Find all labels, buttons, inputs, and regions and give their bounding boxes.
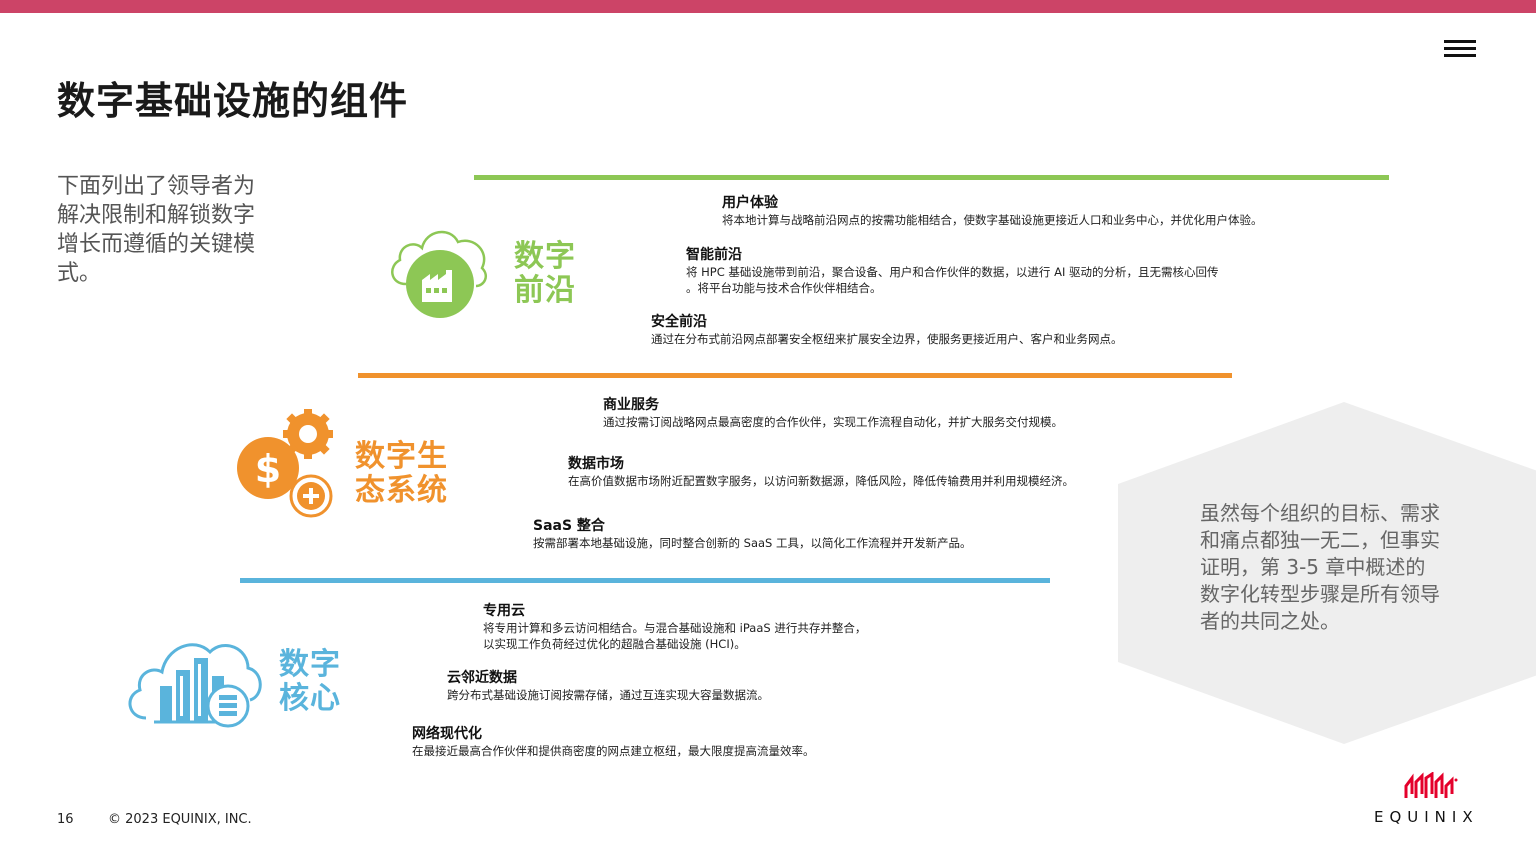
item-smart-edge: 智能前沿 将 HPC 基础设施带到前沿，聚合设备、用户和合作伙伴的数据，以进行 … bbox=[686, 247, 1219, 295]
page-title: 数字基础设施的组件 bbox=[57, 79, 409, 123]
edge-divider bbox=[474, 175, 1389, 180]
dollar-gear-plus-icon: $ bbox=[237, 409, 333, 518]
item-business-services: 商业服务 通过按需订阅战略网点最高密度的合作伙伴，实现工作流程自动化，并扩大服务… bbox=[603, 397, 1063, 429]
section-label-core: 数字 核心 bbox=[279, 647, 341, 716]
logo-wordmark: EQUINIX bbox=[1374, 808, 1479, 826]
item-user-experience: 用户体验 将本地计算与战略前沿网点的按需功能相结合，使数字基础设施更接近人口和业… bbox=[722, 195, 1263, 227]
section-label-ecosystem: 数字生 态系统 bbox=[355, 439, 448, 508]
svg-text:$: $ bbox=[255, 447, 281, 491]
item-saas-integration: SaaS 整合 按需部署本地基础设施，同时整合创新的 SaaS 工具，以简化工作… bbox=[533, 518, 972, 550]
equinix-logo-icon bbox=[1404, 772, 1458, 798]
cloud-factory-icon bbox=[391, 230, 487, 318]
top-accent-bar bbox=[0, 0, 1536, 13]
item-network-modernization: 网络现代化 在最接近最高合作伙伴和提供商密度的网点建立枢纽，最大限度提高流量效率… bbox=[412, 726, 815, 758]
hexagon-background bbox=[1118, 402, 1536, 744]
item-private-cloud: 专用云 将专用计算和多云访问相结合。与混合基础设施和 iPaaS 进行共存并整合… bbox=[483, 603, 867, 651]
cloud-building-server-icon bbox=[128, 643, 262, 728]
item-data-marketplace: 数据市场 在高价值数据市场附近配置数字服务，以访问新数据源，降低风险，降低传输费… bbox=[568, 456, 1074, 488]
item-secure-edge: 安全前沿 通过在分布式前沿网点部署安全枢纽来扩展安全边界，使服务更接近用户、客户… bbox=[651, 314, 1123, 346]
callout-text: 虽然每个组织的目标、需求和痛点都独一无二，但事实证明，第 3-5 章中概述的数字… bbox=[1200, 501, 1440, 633]
page-number: 16 bbox=[57, 812, 74, 827]
copyright-text: © 2023 EQUINIX, INC. bbox=[108, 812, 252, 827]
ecosystem-divider bbox=[358, 373, 1232, 378]
intro-text: 下面列出了领导者为解决限制和解锁数字增长而遵循的关键模式。 bbox=[57, 174, 256, 286]
hamburger-menu-icon[interactable] bbox=[1444, 40, 1476, 60]
section-label-edge: 数字 前沿 bbox=[514, 239, 576, 308]
item-cloud-adjacent-data: 云邻近数据 跨分布式基础设施订阅按需存储，通过互连实现大容量数据流。 bbox=[447, 670, 769, 702]
core-divider bbox=[240, 578, 1050, 583]
